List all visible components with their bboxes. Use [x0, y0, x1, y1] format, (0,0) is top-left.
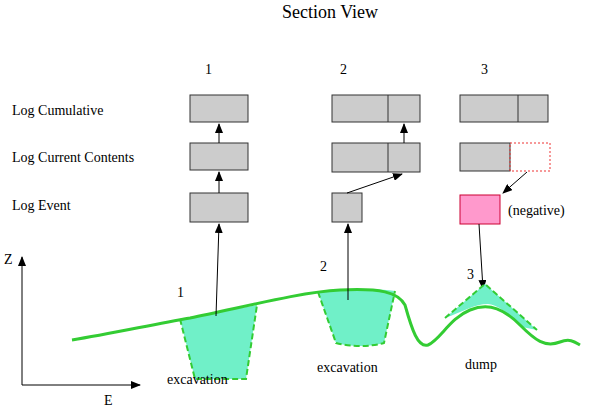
- negative-event-box: [460, 195, 500, 224]
- feature-label: excavation: [167, 372, 228, 388]
- current-box: [190, 143, 248, 170]
- box-divider: [388, 143, 389, 172]
- flow-arrow: [216, 224, 219, 316]
- column-number: 3: [481, 62, 488, 78]
- note-label: (negative): [508, 203, 565, 219]
- row-label: Log Cumulative: [12, 103, 103, 119]
- excavation-outline: [318, 291, 395, 346]
- column-number: 1: [205, 62, 212, 78]
- axis-label: Z: [4, 252, 13, 268]
- removed-contents: [510, 143, 550, 171]
- flow-arrow: [219, 172, 220, 193]
- cumulative-box: [332, 95, 420, 122]
- box-divider: [388, 95, 389, 122]
- excavation-volume: [318, 289, 395, 346]
- row-label: Log Event: [12, 198, 71, 214]
- callout-number: 3: [467, 267, 474, 283]
- flow-arrow: [348, 224, 349, 300]
- row-label: Log Current Contents: [12, 150, 134, 166]
- event-box: [190, 193, 248, 222]
- excavation-outline: [180, 305, 257, 379]
- flow-arrow: [404, 124, 405, 143]
- flow-arrow: [219, 124, 220, 143]
- column-number: 2: [340, 62, 347, 78]
- ground-profile: [72, 290, 580, 346]
- feature-label: excavation: [317, 360, 378, 376]
- diagram-title: Section View: [282, 2, 378, 22]
- callout-number: 2: [320, 259, 327, 275]
- current-box: [332, 143, 420, 172]
- flow-arrow: [503, 172, 527, 193]
- cumulative-box: [460, 95, 548, 122]
- flow-arrow: [347, 174, 402, 193]
- cumulative-box: [190, 95, 248, 122]
- excavation-volume: [180, 305, 257, 379]
- callout-number: 1: [177, 285, 184, 301]
- event-box: [332, 193, 362, 222]
- e-axis: [22, 385, 140, 386]
- flow-arrow: [479, 224, 483, 289]
- box-divider: [518, 95, 519, 122]
- axis-label: E: [104, 393, 113, 409]
- z-axis: [22, 257, 23, 385]
- current-box: [460, 143, 510, 171]
- feature-label: dump: [465, 357, 497, 373]
